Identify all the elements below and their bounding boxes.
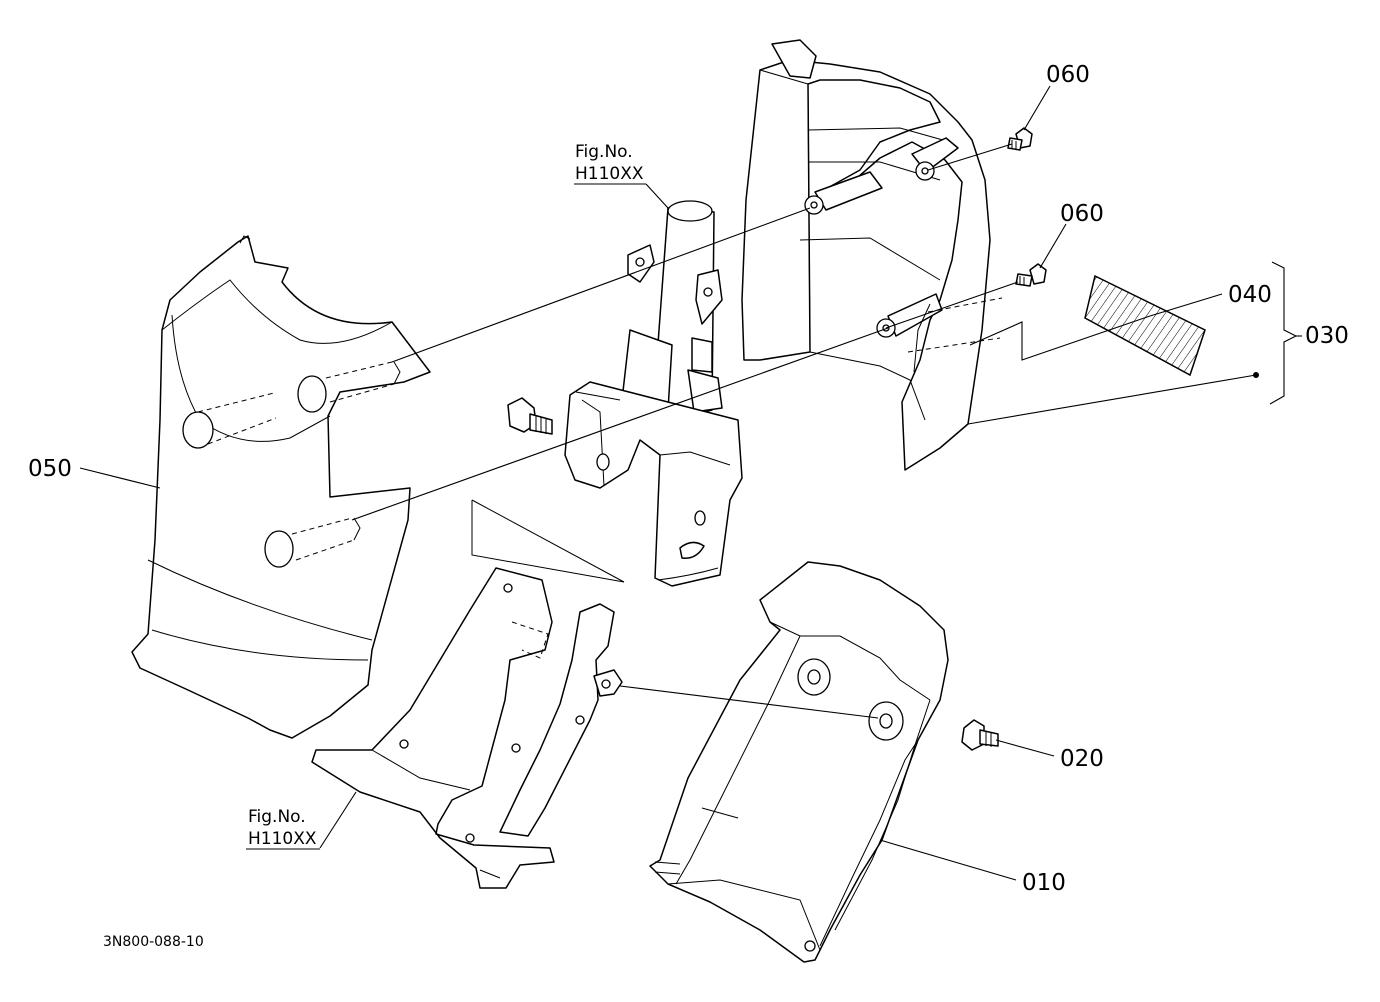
callout-030: 030 bbox=[1305, 323, 1349, 349]
fig-ref-line2: H110XX bbox=[248, 829, 317, 849]
screw-icon bbox=[1015, 263, 1047, 287]
cover-part-050 bbox=[131, 235, 431, 739]
callout-040: 040 bbox=[1228, 282, 1272, 308]
drawing-code: 3N800-088-10 bbox=[103, 934, 204, 950]
callout-labels: 060 060 040 030 050 020 010 bbox=[28, 62, 1349, 896]
callout-060-upper: 060 bbox=[1046, 62, 1090, 88]
steering-column-bracket bbox=[471, 200, 743, 587]
screw-icon bbox=[1007, 127, 1033, 151]
callout-020: 020 bbox=[1060, 746, 1104, 772]
lower-frame-bracket bbox=[311, 567, 623, 889]
upper-rear-cover bbox=[741, 39, 1003, 471]
fig-ref-line1: Fig.No. bbox=[248, 807, 306, 827]
figure-reference-upper: Fig.No. H110XX bbox=[574, 142, 646, 185]
callout-060-lower: 060 bbox=[1060, 201, 1104, 227]
bolt-icon bbox=[507, 397, 553, 435]
figure-reference-lower: Fig.No. H110XX bbox=[246, 807, 320, 850]
assembly-lines bbox=[79, 85, 1302, 881]
callout-050: 050 bbox=[28, 456, 72, 482]
front-cover-part-010 bbox=[649, 561, 949, 963]
bolt-icon bbox=[961, 719, 999, 751]
callout-010: 010 bbox=[1022, 870, 1066, 896]
fig-ref-line1: Fig.No. bbox=[575, 142, 633, 162]
decal-label-part-040 bbox=[1084, 274, 1206, 377]
fig-ref-line2: H110XX bbox=[575, 164, 644, 184]
